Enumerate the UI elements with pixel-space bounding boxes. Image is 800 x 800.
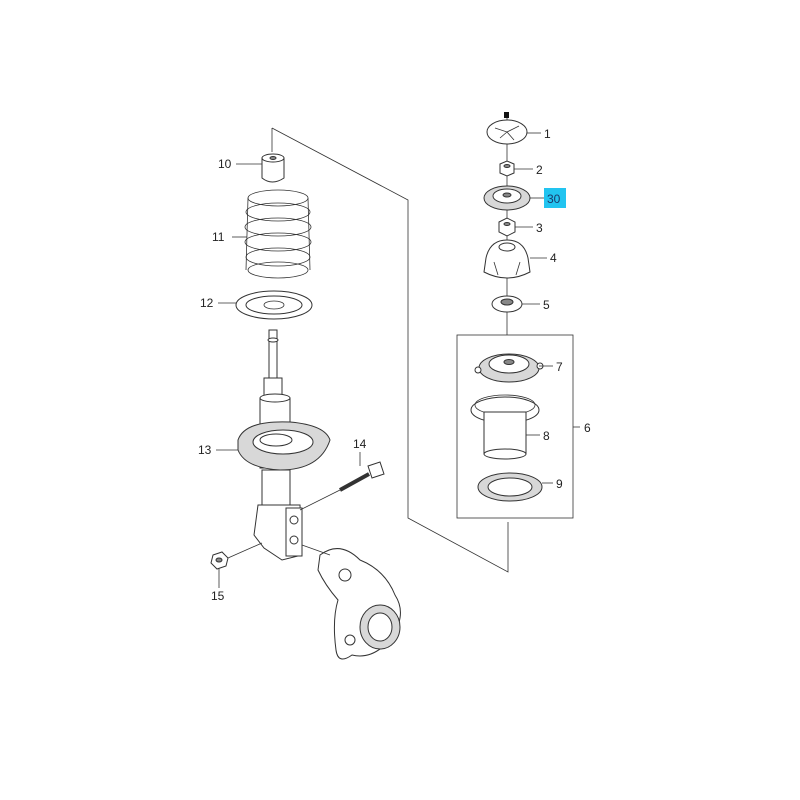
part-spring-seat [235, 290, 313, 320]
callout-15: 15 [211, 589, 225, 603]
callout-13: 13 [198, 443, 212, 457]
part-strut-mount [483, 239, 531, 279]
callout-5: 5 [543, 298, 550, 312]
callout-30: 30 [547, 192, 561, 206]
part-dust-boot [470, 394, 540, 460]
part-bushing [491, 295, 523, 313]
callout-10: 10 [218, 157, 232, 171]
part-nut-2 [499, 160, 515, 177]
part-lower-seat [477, 472, 543, 502]
callout-14: 14 [353, 437, 367, 451]
callout-3: 3 [536, 221, 543, 235]
part-nut-3 [498, 217, 516, 237]
part-washer [483, 185, 531, 211]
callout-2: 2 [536, 163, 543, 177]
part-bolt [299, 461, 385, 511]
part-nut-lower [210, 542, 263, 570]
callout-12: 12 [200, 296, 214, 310]
callout-11: 11 [212, 230, 225, 244]
callout-1: 1 [544, 127, 551, 141]
callout-6: 6 [584, 421, 591, 435]
guide-line-main [271, 127, 509, 573]
assembly-guide-lines [271, 118, 509, 573]
group-box-upper-mount-kit [456, 334, 574, 519]
highlight-box [544, 188, 566, 208]
part-dust-cap [486, 112, 528, 145]
leader-lines [216, 132, 580, 588]
callout-4: 4 [550, 251, 557, 265]
part-steering-knuckle [301, 544, 401, 660]
callout-8: 8 [543, 429, 550, 443]
callout-labels: 1 2 30 3 4 5 6 7 8 9 10 11 12 13 14 15 [198, 127, 591, 603]
callout-9: 9 [556, 477, 563, 491]
part-bearing-plate [474, 353, 544, 383]
part-coil-spring [244, 189, 312, 279]
callout-7: 7 [556, 360, 563, 374]
part-strut [237, 329, 331, 561]
part-bump-stop [261, 153, 285, 183]
